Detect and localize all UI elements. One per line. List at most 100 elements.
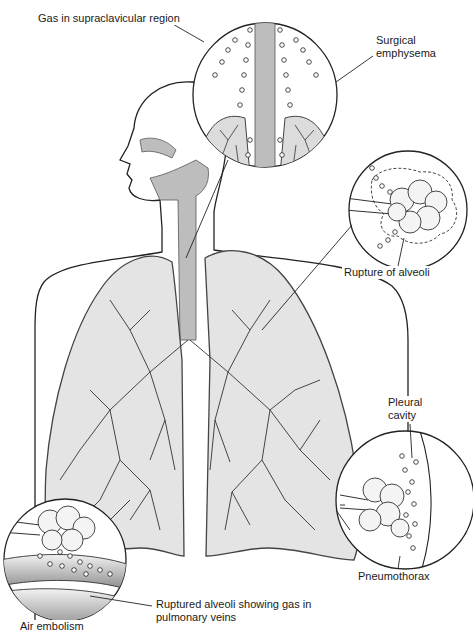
inset-alveolar-rupture-part-part — [371, 168, 456, 243]
inset-alveolar-rupture-part — [345, 148, 457, 249]
gas-bubble — [78, 560, 83, 565]
gas-bubble — [280, 43, 285, 48]
lungs-part-part — [60, 300, 188, 530]
gas-bubble — [362, 148, 367, 153]
gas-bubbles — [213, 28, 319, 158]
gas-bubble — [400, 454, 405, 459]
inset-supraclavicular-part-part — [198, 116, 250, 175]
inset-air-embolism — [0, 499, 130, 630]
leader-lines-part — [90, 596, 152, 606]
gas-bubble — [246, 43, 251, 48]
condition-label: Surgical emphysema — [374, 34, 442, 60]
gas-bubble — [248, 138, 253, 143]
lungs-part — [45, 256, 184, 560]
gas-bubble — [386, 238, 391, 243]
gas-bubble — [407, 534, 412, 539]
gas-bubble — [370, 166, 375, 171]
anatomy-label: Pleural cavity — [386, 396, 442, 422]
gas-bubble — [213, 73, 218, 78]
gas-bubble — [108, 572, 113, 577]
inset-supraclavicular-part-part — [255, 10, 275, 190]
inset-air-embolism-part-part — [38, 506, 95, 551]
gas-bubble — [72, 568, 77, 573]
leader-lines-part — [340, 505, 345, 506]
region-label: Gas in supraclavicular region — [36, 12, 182, 25]
leader-lines-part — [336, 510, 350, 530]
inset-pneumothorax — [336, 425, 473, 575]
gas-bubble — [388, 190, 393, 195]
gas-bubble — [84, 572, 89, 577]
gas-bubble — [410, 480, 415, 485]
gas-bubble — [411, 546, 416, 551]
leader-lines-part — [410, 424, 412, 458]
inset-alveolar-rupture-part — [349, 151, 467, 269]
leader-lines-part — [398, 556, 400, 569]
gas-bubble — [278, 138, 283, 143]
inset-pneumothorax-part-part-part — [391, 519, 409, 537]
gas-bubble — [412, 502, 417, 507]
gas-bubble — [280, 153, 285, 158]
inset-air-embolism-part-part-part — [61, 529, 83, 551]
gas-bubble — [88, 564, 93, 569]
gas-bubble — [301, 48, 306, 53]
airway-part — [140, 138, 176, 158]
gas-bubble — [248, 28, 253, 33]
gas-bubble — [314, 73, 319, 78]
gas-bubble — [48, 562, 53, 567]
gas-bubble — [226, 48, 231, 53]
gas-bubbles — [362, 148, 398, 249]
gas-bubble — [294, 38, 299, 43]
inset-pneumothorax-part-part — [359, 478, 409, 537]
inset-pneumothorax-part-part — [340, 495, 368, 510]
gas-bubble — [307, 60, 312, 65]
gas-bubble — [414, 460, 419, 465]
condition-label: Pneumothorax — [356, 570, 432, 583]
leader-lines-part — [110, 500, 130, 520]
inset-pneumothorax-part-part-part — [359, 509, 381, 531]
lungs-part-part — [190, 300, 330, 530]
gas-bubble — [366, 158, 371, 163]
gas-bubble — [403, 468, 408, 473]
gas-bubble — [288, 103, 293, 108]
inset-pneumothorax-part — [340, 425, 431, 575]
inset-pneumothorax-part — [336, 431, 473, 569]
inset-alveolar-rupture-part-part — [388, 180, 447, 233]
leader-lines-part — [336, 56, 373, 82]
inset-air-embolism-part-part-part — [42, 530, 62, 550]
gas-bubble — [404, 513, 409, 518]
condition-label: Rupture of alveoli — [342, 266, 432, 279]
leader-lines-part — [186, 160, 228, 258]
gas-bubbles — [38, 550, 113, 577]
inset-supraclavicular-part-part — [215, 125, 318, 175]
inset-alveolar-rupture-part-part-part — [388, 203, 406, 221]
inset-supraclavicular — [193, 10, 337, 190]
inset-air-embolism-part-part — [0, 520, 40, 535]
gas-bubble — [233, 38, 238, 43]
gas-bubble — [98, 568, 103, 573]
gas-bubbles — [400, 454, 419, 551]
gas-bubble — [58, 550, 63, 555]
gas-bubble — [393, 230, 398, 235]
gas-bubble — [278, 28, 283, 33]
leader-lines-part — [262, 225, 352, 330]
leader-lines — [90, 19, 412, 606]
gas-bubble — [238, 103, 243, 108]
inset-pneumothorax-part-part — [418, 425, 431, 575]
gas-bubble — [68, 554, 73, 559]
gas-bubble — [374, 176, 379, 181]
leader-lines-part — [398, 238, 404, 266]
gas-bubble — [286, 88, 291, 93]
inset-alveolar-rupture-part-part — [345, 198, 392, 214]
gas-bubble — [282, 58, 287, 63]
gas-bubble — [242, 73, 247, 78]
inset-supraclavicular-part — [198, 10, 334, 190]
gas-bubble — [406, 490, 411, 495]
gas-bubble — [220, 60, 225, 65]
condition-label: Air embolism — [18, 620, 86, 633]
gas-bubble — [378, 244, 383, 249]
lungs-part — [60, 300, 330, 530]
gas-bubble — [284, 73, 289, 78]
gas-bubble — [244, 58, 249, 63]
inset-alveolar-rupture — [345, 148, 467, 269]
